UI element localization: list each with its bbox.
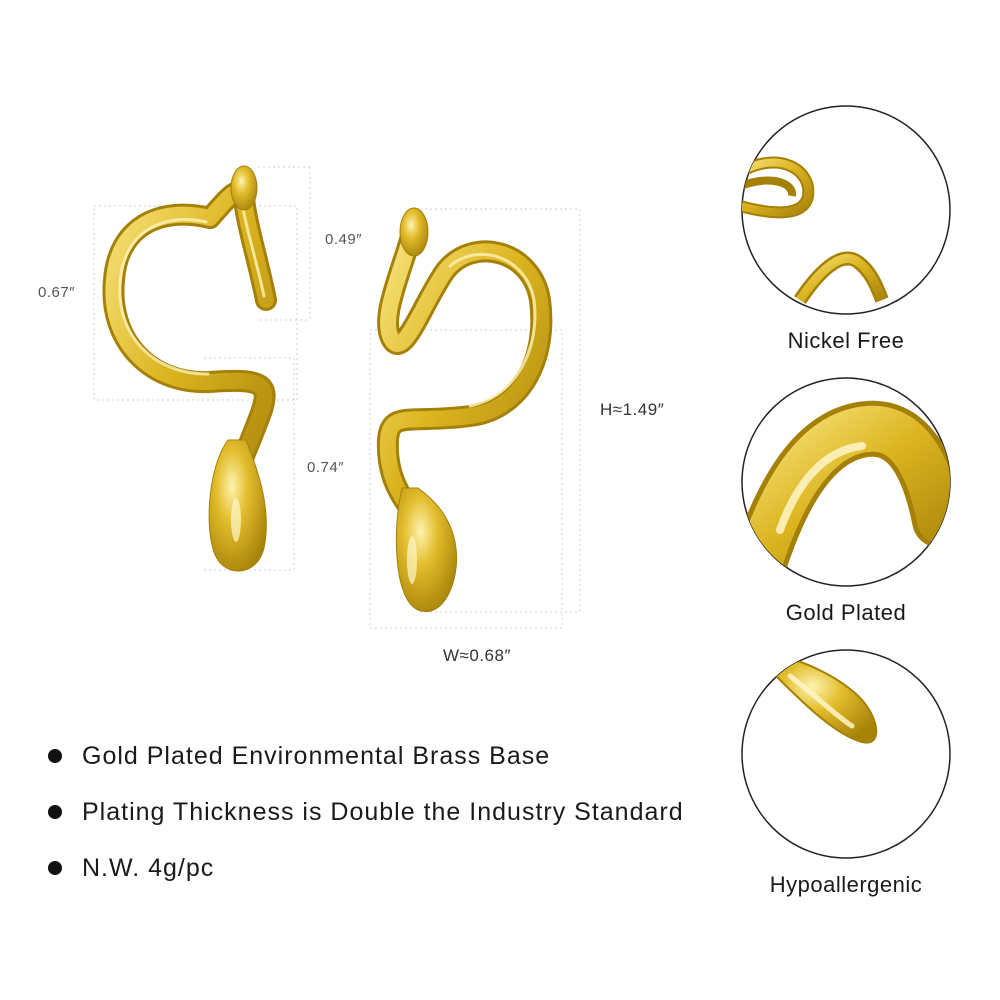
feature-list: Gold Plated Environmental Brass Base Pla… [48,728,738,896]
detail-circle-hypoallergenic [741,649,951,859]
feature-item: N.W. 4g/pc [48,840,738,896]
detail-circle-nickel-free [741,105,951,315]
feature-text: N.W. 4g/pc [82,853,215,882]
left-earring [102,165,277,572]
bullet-icon [48,861,62,875]
feature-text: Plating Thickness is Double the Industry… [82,797,684,826]
feature-text: Gold Plated Environmental Brass Base [82,741,551,770]
right-earring [376,207,553,613]
dimension-drop-height: 0.74″ [307,459,345,476]
feature-item: Plating Thickness is Double the Industry… [48,784,738,840]
dimension-total-width: W≈0.68″ [443,646,511,665]
label-nickel-free: Nickel Free [787,328,905,353]
feature-item: Gold Plated Environmental Brass Base [48,728,738,784]
label-hypoallergenic: Hypoallergenic [769,872,923,897]
detail-circle-gold-plated [741,377,951,587]
dimension-left-height: 0.67″ [38,284,76,301]
label-gold-plated: Gold Plated [785,600,907,625]
bullet-icon [48,805,62,819]
dimension-top-gap: 0.49″ [325,231,363,248]
dimension-total-height: H≈1.49″ [600,400,665,419]
bullet-icon [48,749,62,763]
